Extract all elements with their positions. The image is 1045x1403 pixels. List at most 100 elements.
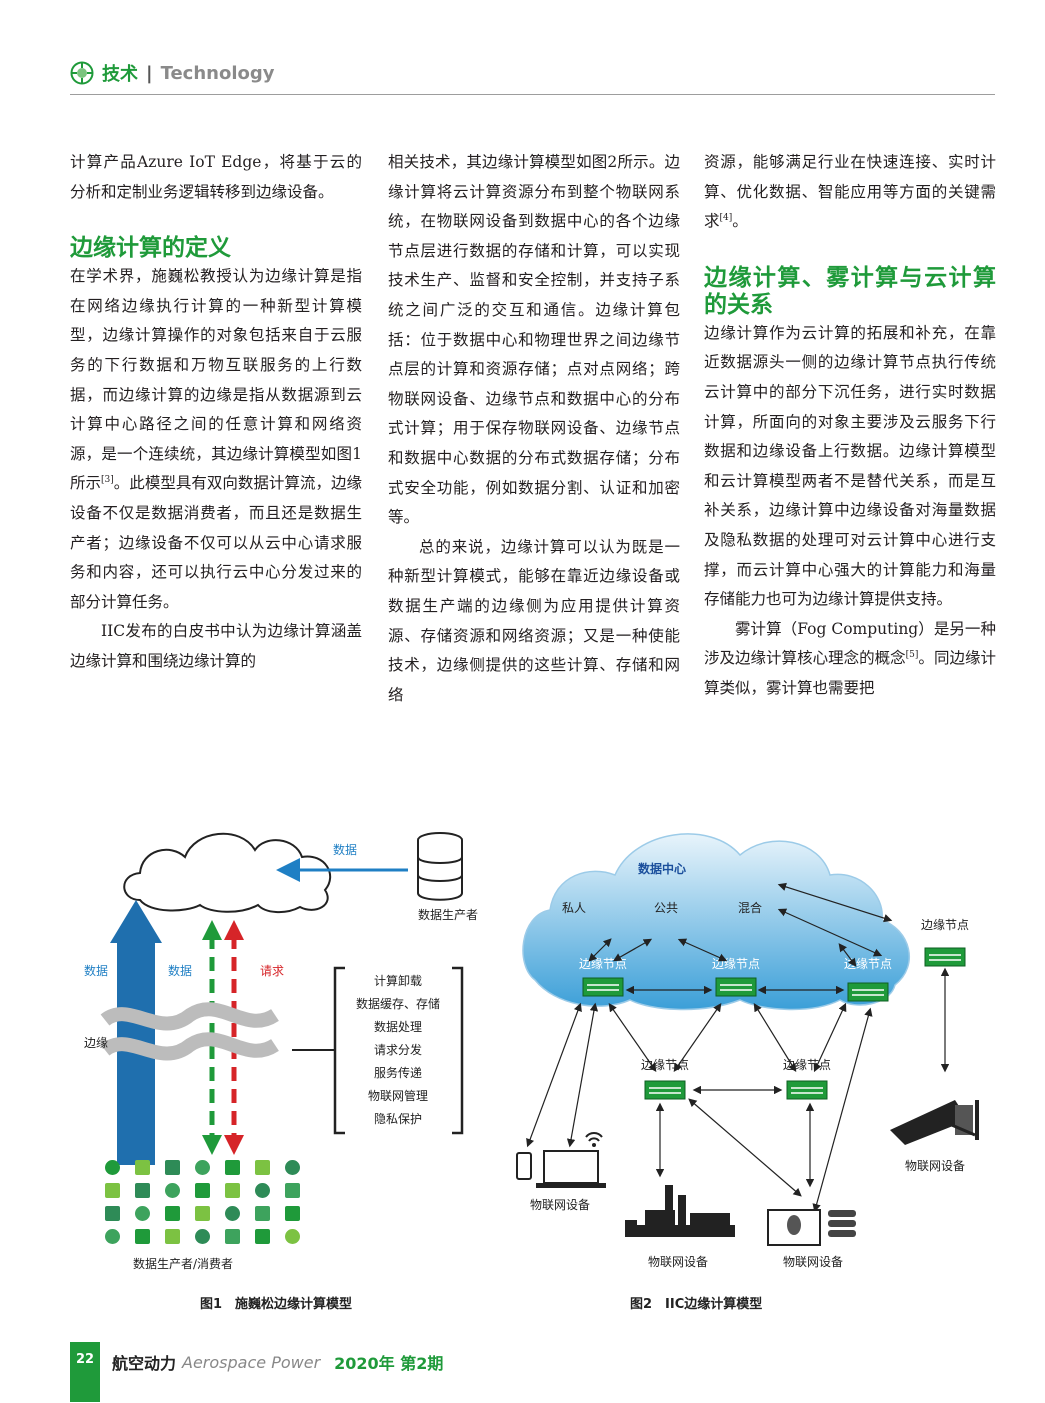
section-heading: 边缘计算的定义 <box>70 235 231 262</box>
network-link <box>688 1098 802 1197</box>
device-icon <box>285 1229 300 1244</box>
network-link <box>673 1003 722 1072</box>
device-icon <box>225 1229 240 1244</box>
paragraph: 雾计算（Fog Computing）是另一种涉及边缘计算核心理念的概念[5]。同… <box>704 619 996 697</box>
device-icon <box>165 1183 180 1198</box>
device-icon <box>225 1183 240 1198</box>
device-icon <box>285 1206 300 1221</box>
device-icon <box>285 1183 300 1198</box>
device-icon <box>165 1206 180 1221</box>
request-label: 请求 <box>260 964 284 978</box>
edge-node-icon <box>847 982 889 1002</box>
edge-node-icon <box>715 977 757 997</box>
network-links <box>526 882 950 1213</box>
journal-name: 航空动力 <box>112 1354 177 1373</box>
network-link <box>777 908 883 957</box>
network-link <box>753 1002 797 1073</box>
device-icon <box>165 1229 180 1244</box>
device-icon <box>255 1229 270 1244</box>
network-link <box>838 943 857 967</box>
task-item: 数据处理 <box>374 1019 422 1034</box>
device-icon <box>105 1229 120 1244</box>
journal-logo-icon <box>70 61 94 85</box>
request-down-arrow <box>224 920 244 1155</box>
task-item: 计算卸载 <box>374 973 422 988</box>
paragraph: IIC发布的白皮书中认为边缘计算涵盖边缘计算和围绕边缘计算的 <box>70 622 362 670</box>
header-rule <box>70 94 995 95</box>
paragraph: 计算产品Azure IoT Edge，将基于云的分析和定制业务逻辑转移到边缘设备… <box>70 153 362 201</box>
device-icon <box>135 1183 150 1198</box>
data-flow-label: 数据 <box>333 842 357 857</box>
paragraph: 资源，能够满足行业在快速连接、实时计算、优化数据、智能应用等方面的关键需求[4]… <box>704 153 996 231</box>
edge-wave <box>100 1032 279 1061</box>
figure-2-diagram: 数据中心 私人 公共 混合 边缘节点边缘节点边缘节点边缘节点边缘节点边缘节点 物… <box>516 833 979 1269</box>
page-footer: 22 航空动力 Aerospace Power 2020年 第2期 <box>70 1342 443 1402</box>
edge-node-icon <box>924 947 966 967</box>
text-column-2: 相关技术，其边缘计算模型如图2所示。边缘计算将云计算资源分布到整个物联网系统，在… <box>388 148 680 710</box>
iot-device-label: 物联网设备 <box>905 1159 965 1173</box>
edge-node-icon <box>582 977 624 997</box>
network-link <box>566 1002 599 1148</box>
edge-label: 边缘 <box>84 1036 108 1050</box>
device-icon <box>195 1160 210 1175</box>
database-icon <box>417 832 463 901</box>
device-icon <box>255 1160 270 1175</box>
factory-icon <box>625 1185 735 1237</box>
edge-wave <box>100 1002 279 1031</box>
camera-icon <box>890 1100 979 1145</box>
device-icon <box>105 1206 120 1221</box>
device-icon <box>135 1206 150 1221</box>
upload-arrow <box>110 900 162 1165</box>
paragraph: 在学术界，施巍松教授认为边缘计算是指在网络边缘执行计算的一种新型计算模型，边缘计… <box>70 267 362 611</box>
header-divider: | <box>146 62 153 84</box>
device-icon <box>195 1206 210 1221</box>
task-item: 服务传递 <box>374 1065 422 1080</box>
cloud-icon <box>123 832 331 913</box>
device-icon <box>255 1183 270 1198</box>
public-label: 公共 <box>654 901 678 915</box>
iot-device-label: 物联网设备 <box>530 1198 590 1212</box>
section-label-english: Technology <box>160 62 275 84</box>
producer-label: 数据生产者 <box>418 907 478 922</box>
device-icon <box>255 1206 270 1221</box>
iot-device-label: 物联网设备 <box>783 1255 843 1269</box>
task-item: 请求分发 <box>374 1042 422 1057</box>
device-icon <box>195 1183 210 1198</box>
network-link <box>612 938 653 962</box>
device-icon <box>105 1183 120 1198</box>
iot-device-label: 物联网设备 <box>648 1255 708 1269</box>
hybrid-label: 混合 <box>738 900 762 915</box>
edge-nodes: 边缘节点边缘节点边缘节点边缘节点边缘节点边缘节点 <box>579 918 969 1100</box>
citation: [5] <box>905 650 919 661</box>
edge-node-label: 边缘节点 <box>712 957 760 971</box>
task-item: 物联网管理 <box>368 1088 428 1103</box>
edge-node-icon <box>786 1080 828 1100</box>
edge-node-label: 边缘节点 <box>921 918 969 932</box>
data-center-label: 数据中心 <box>638 861 686 876</box>
paragraph: 总的来说，边缘计算可以认为既是一种新型计算模式，能够在靠近边缘设备或数据生产端的… <box>388 537 680 704</box>
network-link <box>588 938 612 962</box>
data-label-mid: 数据 <box>168 963 192 978</box>
citation: [4] <box>719 213 733 224</box>
device-icon <box>225 1160 240 1175</box>
issue-label: 2020年 第2期 <box>334 1354 444 1373</box>
edge-node-icon <box>644 1080 686 1100</box>
workstation-icon <box>767 1209 856 1246</box>
device-icon <box>225 1206 240 1221</box>
producer-consumer-label: 数据生产者/消费者 <box>133 1256 233 1271</box>
figure-1-caption: 图1 施巍松边缘计算模型 <box>200 1297 353 1312</box>
task-item: 隐私保护 <box>374 1112 422 1126</box>
text-column-1: 计算产品Azure IoT Edge，将基于云的分析和定制业务逻辑转移到边缘设备… <box>70 148 362 677</box>
data-up-arrow <box>202 920 222 1155</box>
journal-name-english: Aerospace Power <box>182 1352 321 1372</box>
device-icons <box>105 1160 300 1244</box>
device-icon <box>105 1160 120 1175</box>
network-link <box>526 1002 582 1148</box>
edge-node-label: 边缘节点 <box>783 1058 831 1072</box>
network-link <box>608 1003 657 1072</box>
paragraph: 边缘计算作为云计算的拓展和补充，在靠近数据源头一侧的边缘计算节点执行传统云计算中… <box>704 323 996 609</box>
phone-laptop-icon <box>516 1132 606 1188</box>
device-icon <box>135 1229 150 1244</box>
figure-1-diagram: 数据生产者 数据 数据 数据 请求 边缘 计算卸载数据缓存、存储数据处理请求分发… <box>84 832 478 1271</box>
